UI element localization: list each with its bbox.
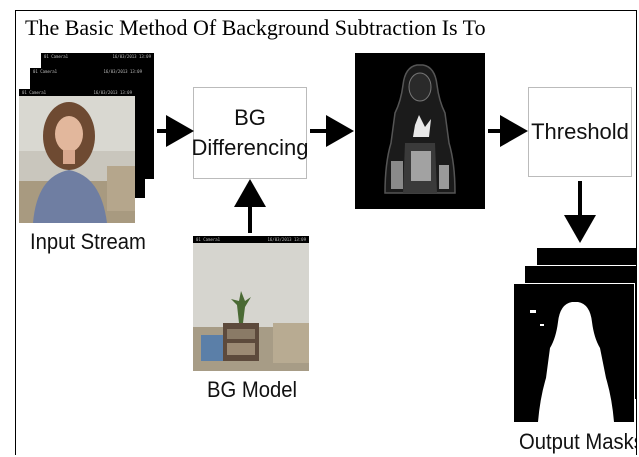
output-masks-label: Output Masks — [519, 429, 637, 454]
bg-differencing-box: BG Differencing — [191, 87, 309, 179]
bg-differencing-label-line1: BG — [234, 105, 266, 130]
output-mask-front — [513, 283, 635, 423]
input-stream-label: Input Stream — [30, 229, 146, 254]
threshold-box: Threshold — [528, 87, 632, 177]
bg-differencing-label-line2: Differencing — [191, 135, 309, 160]
threshold-label: Threshold — [531, 119, 629, 144]
flow-arrows — [157, 115, 596, 243]
input-frame-image — [19, 96, 135, 223]
difference-image — [355, 53, 485, 209]
bg-model-label: BG Model — [207, 377, 298, 402]
figure-frame: The Basic Method Of Background Subtracti… — [15, 10, 637, 455]
figure-title: The Basic Method Of Background Subtracti… — [25, 15, 486, 40]
